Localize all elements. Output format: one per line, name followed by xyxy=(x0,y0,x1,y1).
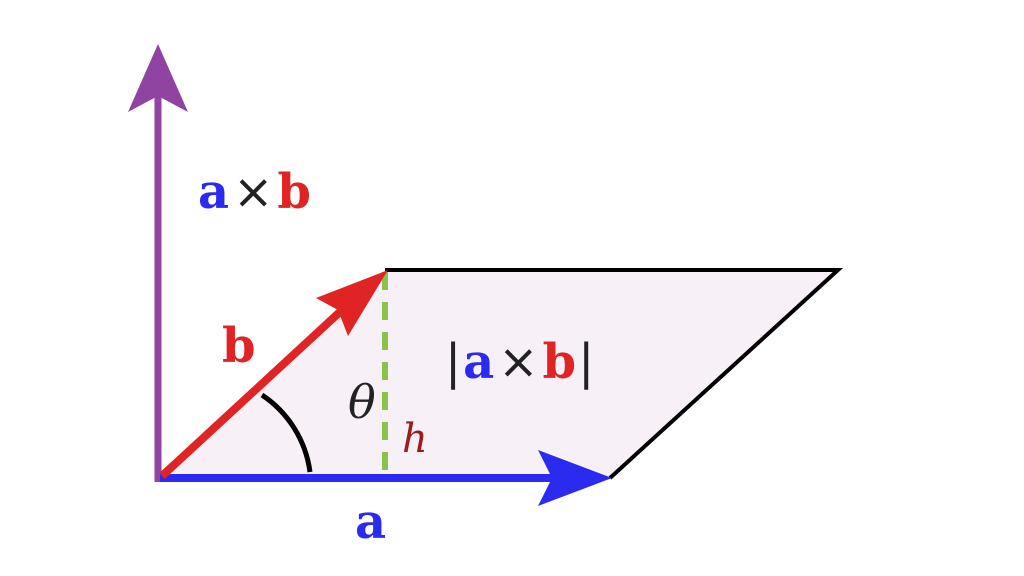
vector-b-label: b xyxy=(222,318,256,374)
cross-product-vector xyxy=(128,44,188,482)
cross-label-a: a xyxy=(198,164,229,220)
mag-label-a: a xyxy=(463,334,494,390)
height-label: h xyxy=(402,416,428,462)
mag-label-b: b xyxy=(543,334,577,390)
angle-label: θ xyxy=(348,375,376,429)
vector-b-arrowhead xyxy=(316,270,388,336)
cross-magnitude-label: |a×b| xyxy=(445,334,594,390)
cross-label-op: × xyxy=(233,164,273,220)
mag-bar-right: | xyxy=(578,334,594,390)
parallelogram-outline xyxy=(385,268,844,480)
vector-a-label: a xyxy=(355,494,386,550)
cross-product-label: a×b xyxy=(198,164,311,220)
vector-b-shaft xyxy=(159,295,358,479)
angle-arc xyxy=(260,392,313,473)
vector-b xyxy=(159,270,388,479)
cross-label-b: b xyxy=(277,164,311,220)
vector-a xyxy=(160,450,612,506)
vector-a-arrowhead xyxy=(538,450,612,506)
mag-label-op: × xyxy=(498,334,538,390)
cross-product-arrowhead xyxy=(128,44,188,112)
mag-bar-left: | xyxy=(445,334,461,390)
